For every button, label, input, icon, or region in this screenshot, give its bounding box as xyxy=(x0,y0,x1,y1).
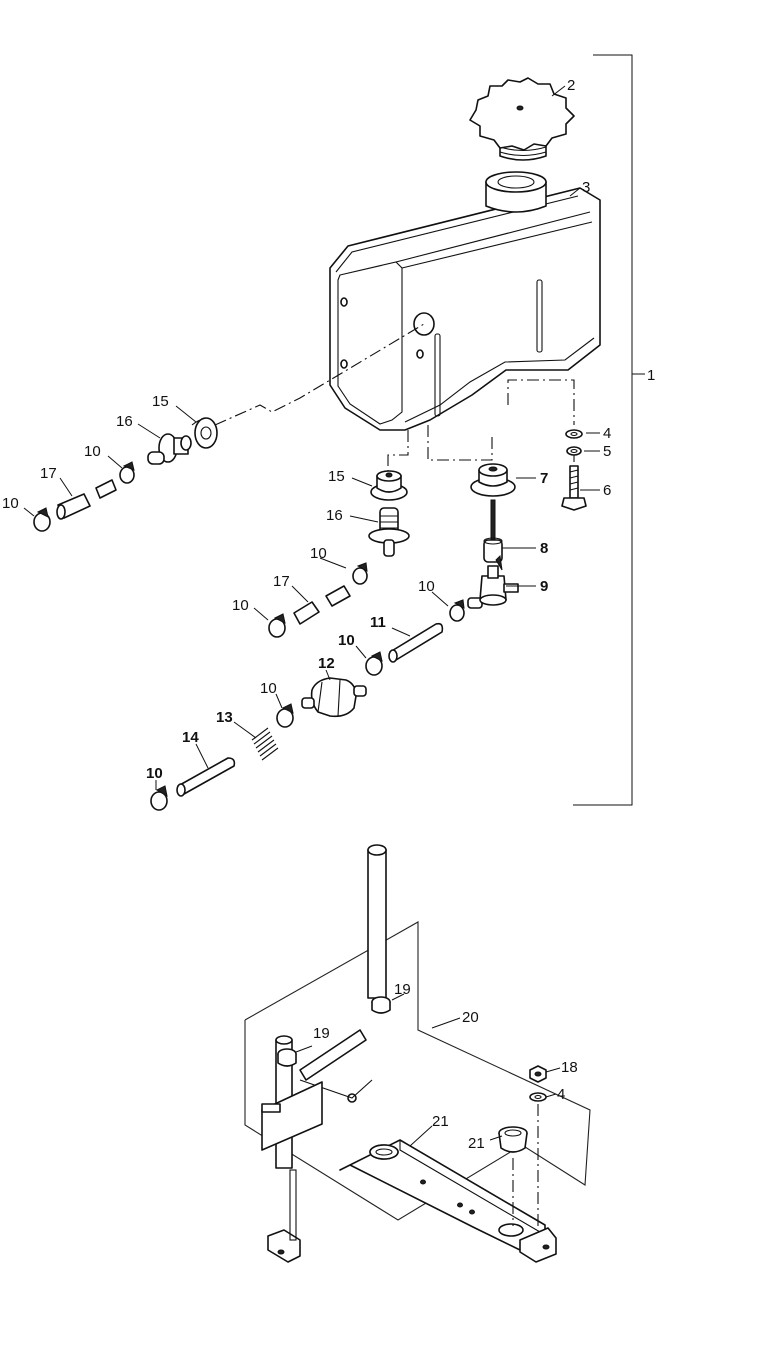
hose-17-center xyxy=(293,585,351,625)
callout-10-e: 10 xyxy=(418,578,435,595)
callout-17-left: 17 xyxy=(40,465,57,482)
clamp-10-lower-a xyxy=(276,703,294,728)
frame-bracket-20 xyxy=(261,844,557,1263)
assembly-bracket xyxy=(573,54,645,806)
tank-cap xyxy=(469,77,575,161)
callout-4-bottom: 4 xyxy=(557,1086,565,1103)
leader-lines-top xyxy=(23,85,600,790)
center-lines-bottom xyxy=(512,1104,539,1230)
clamp-10-lower-b xyxy=(150,785,168,811)
callout-3: 3 xyxy=(582,179,590,196)
callout-7: 7 xyxy=(540,470,548,487)
callout-15-center: 15 xyxy=(328,468,345,485)
grommet-7 xyxy=(470,463,516,497)
callout-labels: 1 2 3 4 5 6 7 8 9 15 16 10 17 10 15 16 1… xyxy=(2,77,655,1152)
callout-10-h: 10 xyxy=(146,765,163,782)
washer-4 xyxy=(565,429,583,439)
clamp-10-center-a xyxy=(352,562,368,585)
hose-14 xyxy=(176,757,236,797)
clamp-10-right-a xyxy=(449,599,465,622)
callout-16-center: 16 xyxy=(326,507,343,524)
callout-20: 20 xyxy=(462,1009,479,1026)
callout-10-f: 10 xyxy=(338,632,355,649)
valve-9 xyxy=(467,554,519,609)
callout-6: 6 xyxy=(603,482,611,499)
callout-16-left: 16 xyxy=(116,413,133,430)
callout-21-right: 21 xyxy=(468,1135,485,1152)
fitting-16-left xyxy=(147,433,192,465)
callout-14: 14 xyxy=(182,729,199,746)
callout-13: 13 xyxy=(216,709,233,726)
fitting-16-center xyxy=(368,507,410,557)
callout-19-top: 19 xyxy=(394,981,411,998)
callout-19-left: 19 xyxy=(313,1025,330,1042)
hose-17-left xyxy=(56,479,117,520)
callout-4: 4 xyxy=(603,425,611,442)
grommet-15-center xyxy=(370,470,408,501)
clamp-10-left-b xyxy=(33,507,51,532)
filter-12 xyxy=(301,677,367,718)
callout-10-a: 10 xyxy=(84,443,101,460)
spring-13 xyxy=(251,727,279,761)
callout-5: 5 xyxy=(603,443,611,460)
nut-18 xyxy=(529,1065,547,1083)
grommet-21-right xyxy=(498,1126,528,1153)
plug-19-top xyxy=(371,996,391,1014)
callout-21-center: 21 xyxy=(432,1113,449,1130)
clamp-10-center-b xyxy=(268,613,286,638)
callout-10-b: 10 xyxy=(2,495,19,512)
washer-5 xyxy=(566,446,582,456)
grommet-15-left xyxy=(191,417,218,449)
frame-panel-outline xyxy=(244,921,591,1221)
callout-2: 2 xyxy=(567,77,575,94)
plug-19-left xyxy=(277,1048,297,1067)
callout-12: 12 xyxy=(318,655,335,672)
fuel-tank xyxy=(329,171,601,431)
washer-4-bottom xyxy=(529,1092,547,1102)
clamp-10-left-a xyxy=(119,461,135,484)
callout-1: 1 xyxy=(647,367,655,384)
clamp-10-right-b xyxy=(365,651,383,676)
hose-11 xyxy=(388,622,444,663)
leader-lines-bottom xyxy=(295,993,561,1147)
callout-17-center: 17 xyxy=(273,573,290,590)
callout-9: 9 xyxy=(540,578,548,595)
callout-18: 18 xyxy=(561,1059,578,1076)
callout-15-left: 15 xyxy=(152,393,169,410)
callout-8: 8 xyxy=(540,540,548,557)
callout-11: 11 xyxy=(370,614,386,631)
pickup-tube-8 xyxy=(483,499,503,563)
callout-10-g: 10 xyxy=(260,680,277,697)
bolt-6 xyxy=(561,465,587,511)
callout-10-c: 10 xyxy=(310,545,327,562)
callout-10-d: 10 xyxy=(232,597,249,614)
grommet-21-left xyxy=(369,1144,399,1160)
